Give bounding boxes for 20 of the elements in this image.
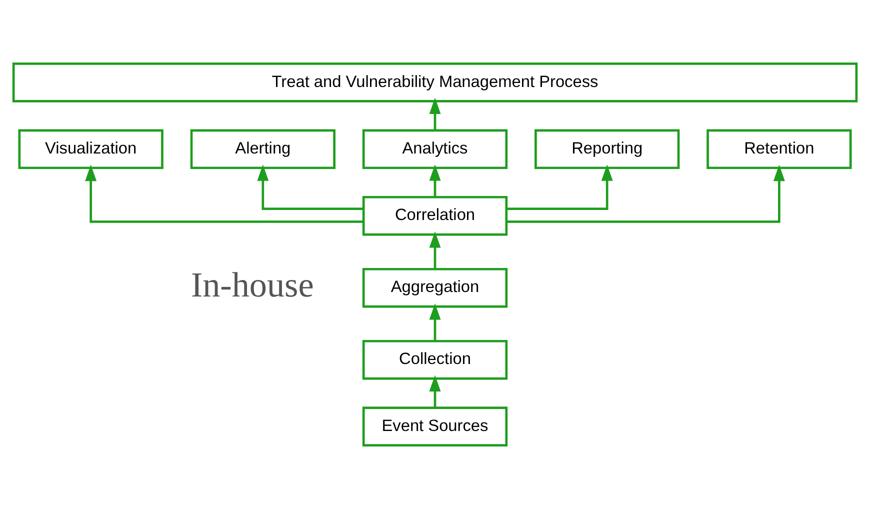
node-box: Event Sources [362,406,508,446]
node-box: Visualization [18,129,164,170]
node-box: Analytics [362,129,508,170]
arrow [429,375,441,408]
arrow [85,164,364,223]
arrow [429,164,441,197]
node-box: Alerting [190,129,336,170]
node-box: Reporting [534,129,680,170]
arrow [257,164,364,210]
arrow [429,231,441,269]
arrow [506,164,613,210]
label: In-house [190,266,314,305]
node-box: Correlation [362,196,508,236]
arrow [506,164,785,223]
arrow [429,98,441,130]
node-box: Aggregation [362,268,508,308]
node-box: Treat and Vulnerability Management Process [12,62,858,102]
node-box: Collection [362,340,508,380]
node-box: Retention [706,129,852,170]
arrow [429,303,441,341]
